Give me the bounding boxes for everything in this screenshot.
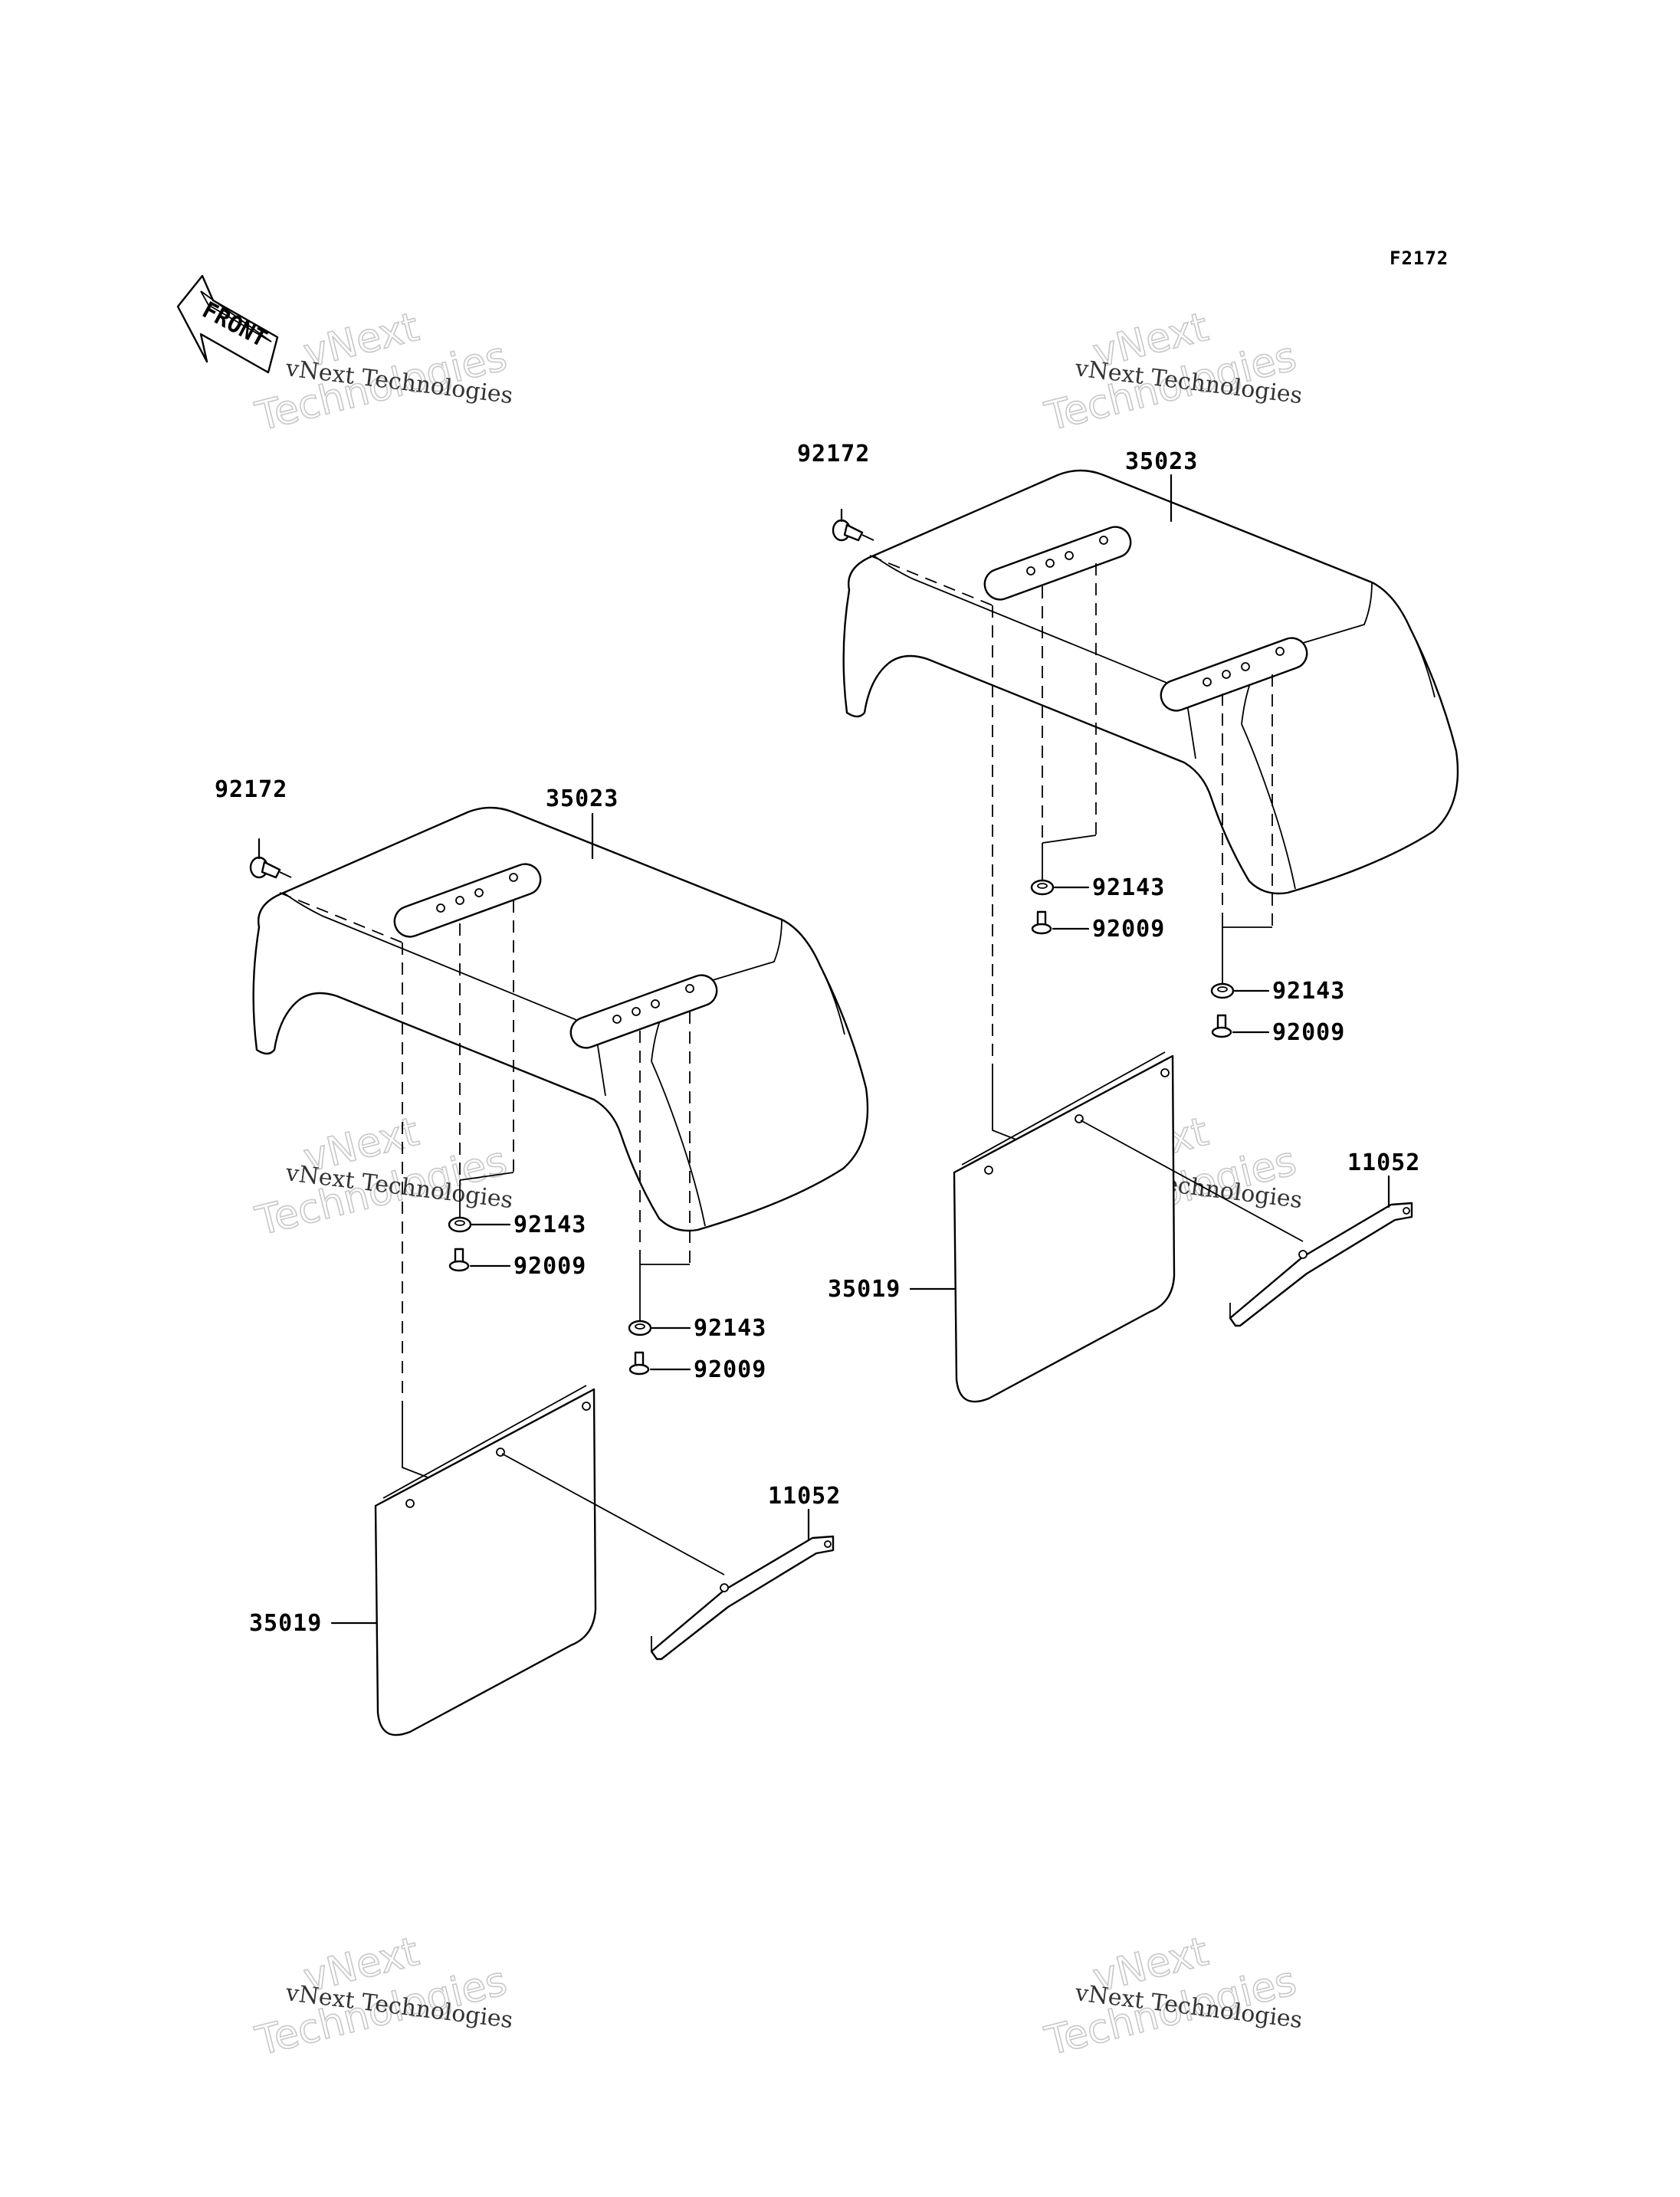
mudflap-35019-right — [953, 1051, 1176, 1403]
nut-92143-left-a — [448, 1216, 472, 1233]
fender-left — [252, 806, 869, 1232]
bolt-92172-right — [832, 519, 874, 542]
right-assembly: 92172 35023 92143 92009 92143 92009 — [797, 441, 1459, 1403]
left-assembly: 92172 35023 92143 92009 92143 92009 — [215, 776, 869, 1736]
nut-92143-right-a — [1030, 879, 1055, 896]
bolt-92172-left — [249, 856, 292, 879]
callout-92172-right: 92172 — [797, 441, 870, 467]
callout-11052-left: 11052 — [768, 1483, 841, 1510]
callout-92009-right-b: 92009 — [1272, 1019, 1345, 1046]
callout-11052-right: 11052 — [1347, 1149, 1420, 1176]
bracket-11052-left — [650, 1535, 835, 1661]
screw-92009-left-a — [448, 1248, 470, 1272]
callout-92009-right-a: 92009 — [1092, 916, 1165, 943]
nut-92143-right-b — [1210, 982, 1235, 999]
watermark-bottom-left: vNext Technologies — [251, 1928, 512, 2065]
callout-92143-right-b: 92143 — [1272, 978, 1345, 1005]
callout-35019-left: 35019 — [249, 1610, 322, 1637]
watermark-top-right: vNext Technologies — [1040, 303, 1301, 441]
callout-92143-right-a: 92143 — [1092, 874, 1165, 901]
callout-92143-left-a: 92143 — [514, 1212, 586, 1238]
figure-id: F2172 — [1390, 248, 1449, 269]
mudflap-35019-left — [374, 1385, 597, 1736]
watermark-top-left: vNext Technologies — [251, 303, 512, 441]
callout-92009-left-b: 92009 — [694, 1356, 766, 1383]
callout-92172-left: 92172 — [215, 776, 287, 803]
callout-35019-right: 35019 — [828, 1276, 901, 1303]
bracket-11052-right — [1229, 1202, 1413, 1327]
callout-35023-left: 35023 — [546, 785, 619, 812]
watermark-bottom-right: vNext Technologies — [1040, 1928, 1301, 2065]
screw-92009-right-a — [1031, 910, 1052, 935]
front-arrow-icon: FRONT — [176, 274, 279, 374]
screw-92009-left-b — [628, 1351, 650, 1376]
callout-92143-left-b: 92143 — [694, 1315, 766, 1342]
fender-right — [842, 469, 1459, 895]
screw-92009-right-b — [1211, 1014, 1232, 1038]
callout-35023-right: 35023 — [1125, 448, 1198, 475]
nut-92143-left-b — [628, 1320, 652, 1336]
callout-92009-left-a: 92009 — [514, 1253, 586, 1280]
